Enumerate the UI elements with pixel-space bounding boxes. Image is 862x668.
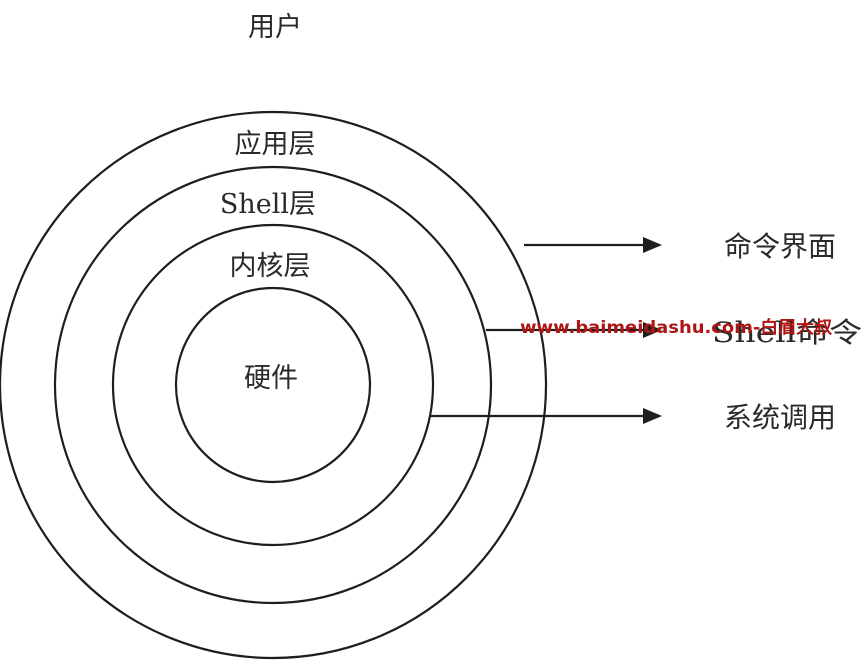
hardware-core-ring (174, 286, 372, 484)
kernel-layer-label: 内核层 (230, 251, 311, 282)
command-interface-arrow (524, 237, 662, 253)
watermark-text: www.baimeidashu.com-白眉大叔 (520, 317, 833, 338)
system-call-label: 系统调用 (724, 401, 836, 434)
user-label: 用户 (248, 12, 302, 43)
hardware-label: 硬件 (244, 363, 298, 394)
shell-layer-ring (53, 165, 493, 605)
shell-command-arrow (486, 322, 662, 338)
application-layer-ring (0, 110, 548, 660)
shell-command-label: Shell命令 (712, 316, 862, 349)
system-call-arrow (430, 408, 662, 424)
kernel-layer-ring (111, 223, 435, 547)
command-interface-label: 命令界面 (724, 230, 836, 263)
application-layer-label: 应用层 (235, 129, 316, 160)
shell-layer-label: Shell层 (220, 189, 316, 220)
